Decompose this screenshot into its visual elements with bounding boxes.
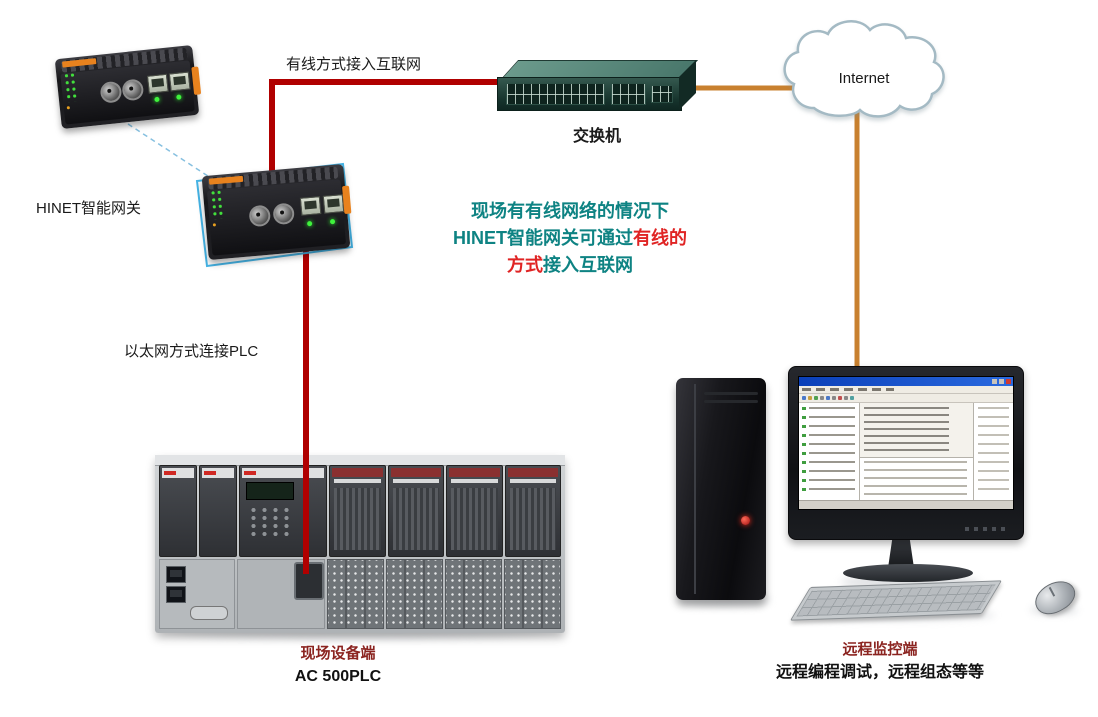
lan-port	[168, 71, 191, 92]
plc-io-module	[504, 465, 561, 557]
lan-port	[322, 194, 345, 214]
monitor-stand-neck	[888, 536, 914, 568]
io-strip	[332, 468, 383, 477]
monitor-screen	[798, 376, 1014, 510]
cable-connector	[294, 562, 324, 600]
app-body	[799, 403, 1013, 501]
remote-caption: 远程监控端 远程编程调试，远程组态等等	[730, 638, 1030, 684]
terminal-block	[386, 559, 443, 629]
hinet-gateway-main	[201, 163, 352, 261]
callout-line-2: HINET智能网关可通过有线的	[453, 228, 687, 248]
lan-port	[299, 196, 322, 216]
field-device-caption: 现场设备端 AC 500PLC	[238, 642, 438, 688]
app-menu-bar	[799, 386, 1013, 394]
gateway-label: HINET智能网关	[36, 200, 142, 217]
lan-port	[146, 73, 169, 94]
io-strip	[507, 468, 558, 477]
app-title-bar	[799, 377, 1013, 386]
plc-ac500	[155, 455, 565, 633]
monitor	[788, 366, 1024, 540]
io-vents	[451, 488, 498, 550]
callout-line-1: 现场有有线网络的情况下	[471, 201, 669, 221]
ethernet-port	[166, 586, 186, 603]
app-toolbar	[799, 394, 1013, 403]
plc-module-label	[202, 468, 234, 478]
internet-label: Internet	[838, 70, 890, 87]
plc-terminal-row	[159, 559, 561, 629]
app-side-panel	[973, 403, 1013, 501]
monitor-stand-base	[843, 564, 973, 582]
app-list-panel	[860, 458, 973, 501]
callout-line-3: 方式接入互联网	[507, 255, 633, 275]
gateway-led-panel	[209, 188, 226, 220]
plc-keypad	[246, 504, 292, 538]
io-strip	[449, 468, 500, 477]
io-tag	[392, 479, 439, 483]
hinet-gateway-small	[54, 44, 202, 130]
switch-uplink-ports	[651, 85, 673, 103]
dsub-connector	[190, 606, 228, 620]
switch-port-group	[506, 83, 605, 105]
plc-io-module	[446, 465, 503, 557]
terminal-block	[504, 559, 561, 629]
io-tag	[334, 479, 381, 483]
plc-module	[159, 465, 197, 557]
ethernet-port	[166, 566, 186, 583]
field-device-title: 现场设备端	[300, 645, 376, 662]
io-strip	[390, 468, 441, 477]
plc-module-label	[162, 468, 194, 478]
io-tag	[451, 479, 498, 483]
plc-cpu-base	[237, 559, 325, 629]
ethernet-plc-label: 以太网方式连接PLC	[124, 343, 259, 360]
wired-access-label: 有线方式接入互联网	[286, 56, 422, 73]
computer-tower	[676, 378, 766, 600]
field-device-model: AC 500PLC	[294, 668, 382, 685]
remote-title: 远程监控端	[842, 641, 918, 658]
plc-module-row	[159, 465, 561, 557]
gateway-callout-dashed-line	[127, 123, 215, 181]
switch-label: 交换机	[572, 128, 621, 145]
network-switch	[497, 58, 699, 114]
io-vents	[334, 488, 381, 550]
io-tag	[509, 479, 556, 483]
monitor-buttons	[965, 527, 1007, 531]
app-tree-panel	[799, 403, 860, 501]
remote-subtitle: 远程编程调试，远程组态等等	[775, 664, 984, 681]
plc-io-module	[329, 465, 386, 557]
switch-port-group	[611, 83, 646, 105]
terminal-block	[327, 559, 384, 629]
plc-display	[246, 482, 294, 500]
plc-module	[199, 465, 237, 557]
io-vents	[509, 488, 556, 550]
callout-text: 现场有有线网络的情况下 HINET智能网关可通过有线的 方式接入互联网	[425, 198, 715, 279]
din-clip	[341, 185, 352, 215]
plc-cpu-module	[239, 465, 327, 557]
app-main-panel	[860, 403, 973, 458]
terminal-block	[445, 559, 502, 629]
plc-comm-block	[159, 559, 235, 629]
power-button	[741, 516, 750, 525]
plc-io-module	[387, 465, 444, 557]
plc-module-label	[242, 468, 324, 478]
mouse	[1029, 574, 1081, 621]
cloud-shape	[783, 20, 945, 118]
app-status-bar	[799, 500, 1013, 509]
io-vents	[392, 488, 439, 550]
